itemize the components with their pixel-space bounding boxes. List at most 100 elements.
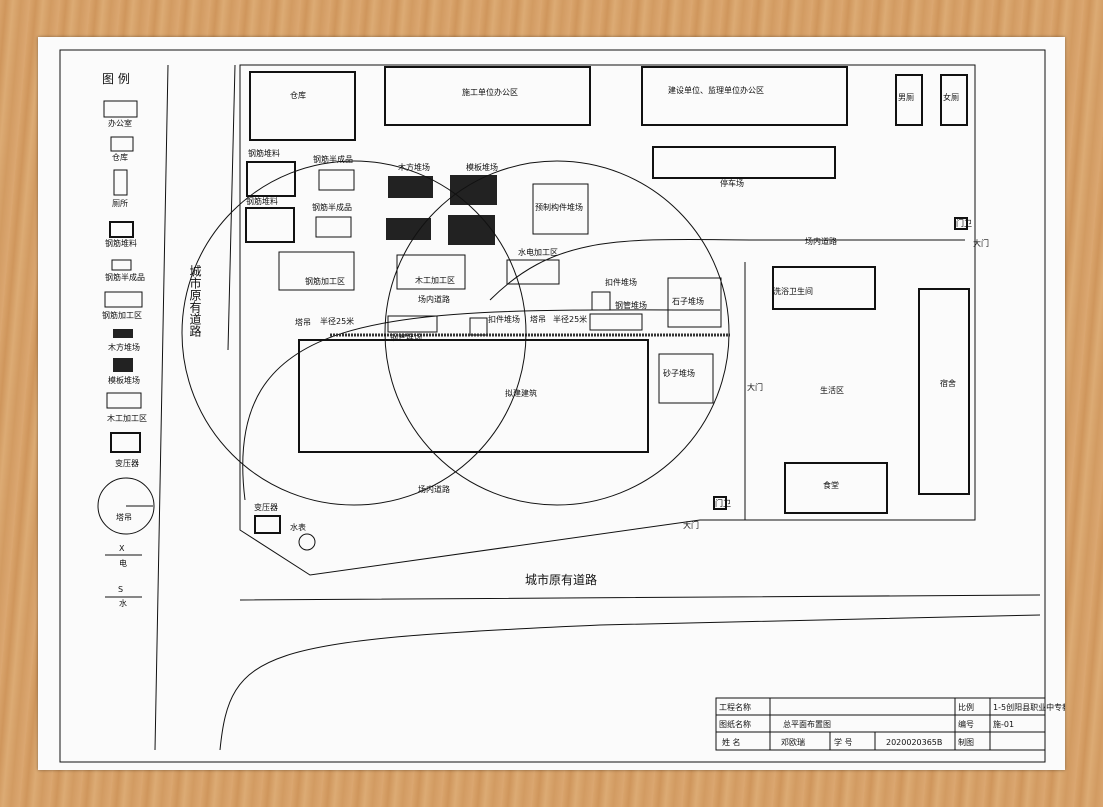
rebar-semi-label: 钢筋半成品 (312, 202, 352, 212)
gate-label: 大门 (973, 238, 989, 248)
drawing-name-value: 总平面布置图 (783, 719, 831, 729)
legend-label: 模板堆场 (108, 375, 140, 385)
prefab-yard-label: 预制构件堆场 (535, 202, 583, 212)
title-block: 工程名称 图纸名称 总平面布置图 姓 名 邓欧瑞 学 号 2020020365B… (715, 697, 1065, 751)
legend-label: 塔吊 (116, 512, 132, 522)
scale-value: 1-5创阳县职业中专教学楼 (993, 702, 1065, 712)
carpentry-work-label: 木工加工区 (415, 275, 455, 285)
mens-toilet (895, 74, 923, 126)
parking-label: 停车场 (720, 178, 744, 188)
guard-house-2 (713, 496, 727, 510)
legend-label: 钢筋堆料 (105, 238, 137, 248)
contractor-office-building (384, 66, 591, 126)
warehouse-label: 仓库 (290, 90, 306, 100)
pipe-yard-1 (387, 315, 438, 333)
canteen-building (784, 462, 888, 514)
legend-label: 木工加工区 (107, 413, 147, 423)
legend-title: 图 例 (102, 72, 130, 86)
rebar-work-symbol-icon (104, 291, 143, 308)
transformer-label: 变压器 (254, 502, 278, 512)
rebar-stock-1 (246, 161, 296, 197)
rebar-work-label: 钢筋加工区 (305, 276, 345, 286)
guard-house-1 (954, 217, 968, 230)
electric-work-area (506, 259, 560, 285)
drawing-name-label: 图纸名称 (719, 719, 751, 729)
gate-label: 大门 (683, 520, 699, 530)
legend-label: 变压器 (115, 458, 139, 468)
legend-label: 钢筋加工区 (102, 310, 142, 320)
timber-yard-label: 木方堆场 (398, 162, 430, 172)
canteen-label: 食堂 (823, 480, 839, 490)
womens-toilet-label: 女厕 (943, 92, 959, 102)
crane-radius-label: 半径25米 (320, 316, 354, 326)
parking-area (652, 146, 836, 179)
warehouse-building (249, 71, 356, 141)
water-meter-label: 水表 (290, 522, 306, 532)
rebar-work-area (278, 251, 355, 291)
legend-label: 厕所 (112, 198, 128, 208)
prefab-yard (532, 183, 589, 235)
living-area-label: 生活区 (820, 385, 844, 395)
formwork-yard-2 (448, 215, 495, 245)
legend-label: 水 (119, 598, 127, 608)
dormitory-building (918, 288, 970, 495)
carpentry-symbol-icon (106, 392, 142, 409)
sand-yard-label: 砂子堆场 (663, 368, 695, 378)
womens-toilet (940, 74, 968, 126)
transformer-symbol-icon (110, 432, 141, 453)
electric-symbol: X (119, 544, 125, 553)
drawing-frame (59, 49, 1046, 763)
number-value: 施-01 (993, 719, 1014, 729)
rebar-semi-symbol-icon (111, 259, 132, 271)
student-no-label: 学 号 (834, 737, 853, 747)
date-label: 制图 (958, 737, 974, 747)
rebar-stock-label: 钢筋堆料 (248, 148, 280, 158)
formwork-yard-symbol-icon (113, 358, 133, 372)
mens-toilet-label: 男厕 (898, 93, 914, 102)
site-boundary (239, 64, 976, 576)
city-road-left-label: 城市原有道路 (188, 265, 202, 338)
site-plan-drawing: 图 例 办公室 仓库 厕所 钢筋堆料 钢筋半成品 钢筋加工区 木方堆场 模板堆场… (59, 49, 1065, 763)
site-road-label: 场内道路 (805, 236, 837, 246)
scale-label: 比例 (958, 702, 974, 712)
legend-label: 办公室 (108, 118, 132, 128)
carpentry-work-area (396, 254, 466, 290)
timber-yard-symbol-icon (113, 329, 133, 338)
pipe-yard-label: 钢管堆场 (615, 300, 647, 310)
rebar-stock-2 (245, 207, 295, 243)
city-road-left-edge (154, 64, 236, 751)
sand-yard (658, 353, 714, 404)
electric-work-label: 水电加工区 (518, 247, 558, 257)
legend: 图 例 办公室 仓库 厕所 钢筋堆料 钢筋半成品 钢筋加工区 木方堆场 模板堆场… (97, 72, 155, 608)
dormitory-label: 宿舍 (940, 378, 956, 388)
crane-radius-label: 半径25米 (553, 314, 587, 324)
city-road-bottom-label: 城市原有道路 (525, 572, 597, 587)
stone-yard-label: 石子堆场 (672, 296, 704, 306)
timber-yard-1 (388, 176, 433, 198)
fastener-yard-2 (591, 291, 611, 311)
site-road-label: 场内道路 (418, 294, 450, 304)
crane-1-radius-circle (181, 160, 527, 506)
student-no-value: 2020020365B (886, 738, 942, 747)
drawing-sheet: 图 例 办公室 仓库 厕所 钢筋堆料 钢筋半成品 钢筋加工区 木方堆场 模板堆场… (38, 37, 1065, 770)
legend-label: 仓库 (112, 152, 128, 162)
guard-label: 门卫 (956, 218, 972, 228)
legend-label: 木方堆场 (108, 342, 140, 352)
guard-label: 门卫 (715, 498, 731, 508)
owner-office-label: 建设单位、监理单位办公区 (668, 85, 764, 95)
gate-label: 大门 (747, 382, 763, 392)
fastener-yard-label: 扣件堆场 (488, 314, 520, 324)
rebar-stock-label: 钢筋堆料 (246, 196, 278, 206)
contractor-office-label: 施工单位办公区 (462, 87, 518, 97)
fastener-yard-label: 扣件堆场 (605, 277, 637, 287)
bathroom-building (772, 266, 876, 310)
crane-2-radius-circle (384, 160, 730, 506)
bathroom-label: 洗浴卫生间 (773, 286, 813, 296)
site-road-label: 场内道路 (418, 484, 450, 494)
number-label: 编号 (958, 719, 974, 729)
water-symbol: S (118, 585, 123, 594)
rebar-semi-1 (318, 169, 355, 191)
tower-crane-symbol-icon (97, 477, 155, 535)
office-symbol-icon (103, 100, 138, 118)
site-road-upper (489, 239, 965, 301)
